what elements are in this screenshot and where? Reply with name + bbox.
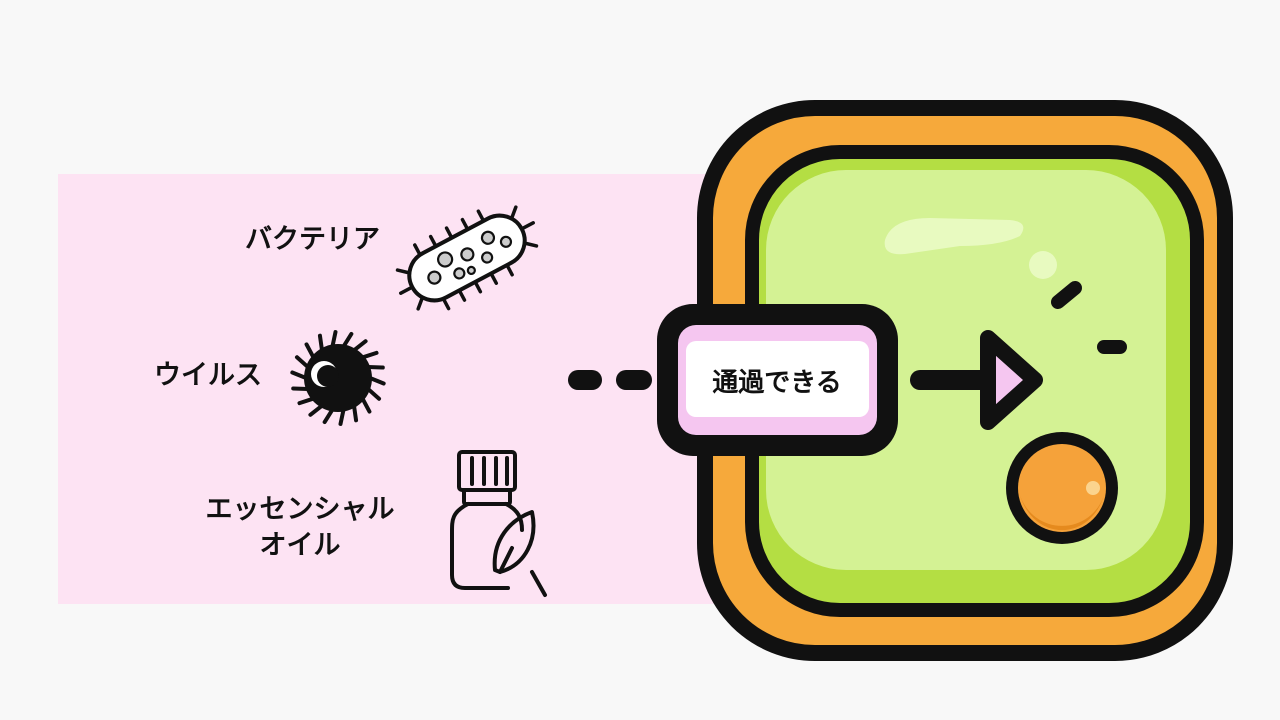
bacteria-label: バクテリア: [245, 224, 380, 255]
virus-spike: [304, 342, 316, 360]
essential-oil-label: エッセンシャル オイル: [205, 494, 395, 562]
virus-spike: [317, 333, 324, 353]
virus-spike: [360, 396, 372, 414]
virus-spike: [308, 403, 324, 417]
virus-spike: [366, 386, 382, 401]
virus-spike: [352, 339, 368, 353]
virus-spike: [290, 370, 308, 380]
nucleus-icon: [1006, 432, 1118, 544]
pass-label-text: 通過できる: [712, 368, 841, 398]
virus-spike: [294, 355, 310, 370]
virus-spike: [360, 350, 379, 360]
virus-spike: [322, 407, 335, 425]
arrow-icon: [910, 330, 1043, 430]
pass-label-box: 通過できる: [657, 304, 898, 456]
virus-spike: [338, 407, 346, 426]
virus-spike: [341, 331, 354, 349]
virus-label: ウイルス: [154, 360, 262, 391]
virus-spike: [297, 396, 316, 406]
virus-icon: [290, 330, 386, 426]
virus-spike: [352, 403, 359, 423]
essential-oil-bottle-icon: [450, 450, 547, 597]
bacteria-icon: [395, 205, 539, 311]
virus-spike: [330, 330, 338, 349]
virus-spike: [368, 376, 386, 386]
